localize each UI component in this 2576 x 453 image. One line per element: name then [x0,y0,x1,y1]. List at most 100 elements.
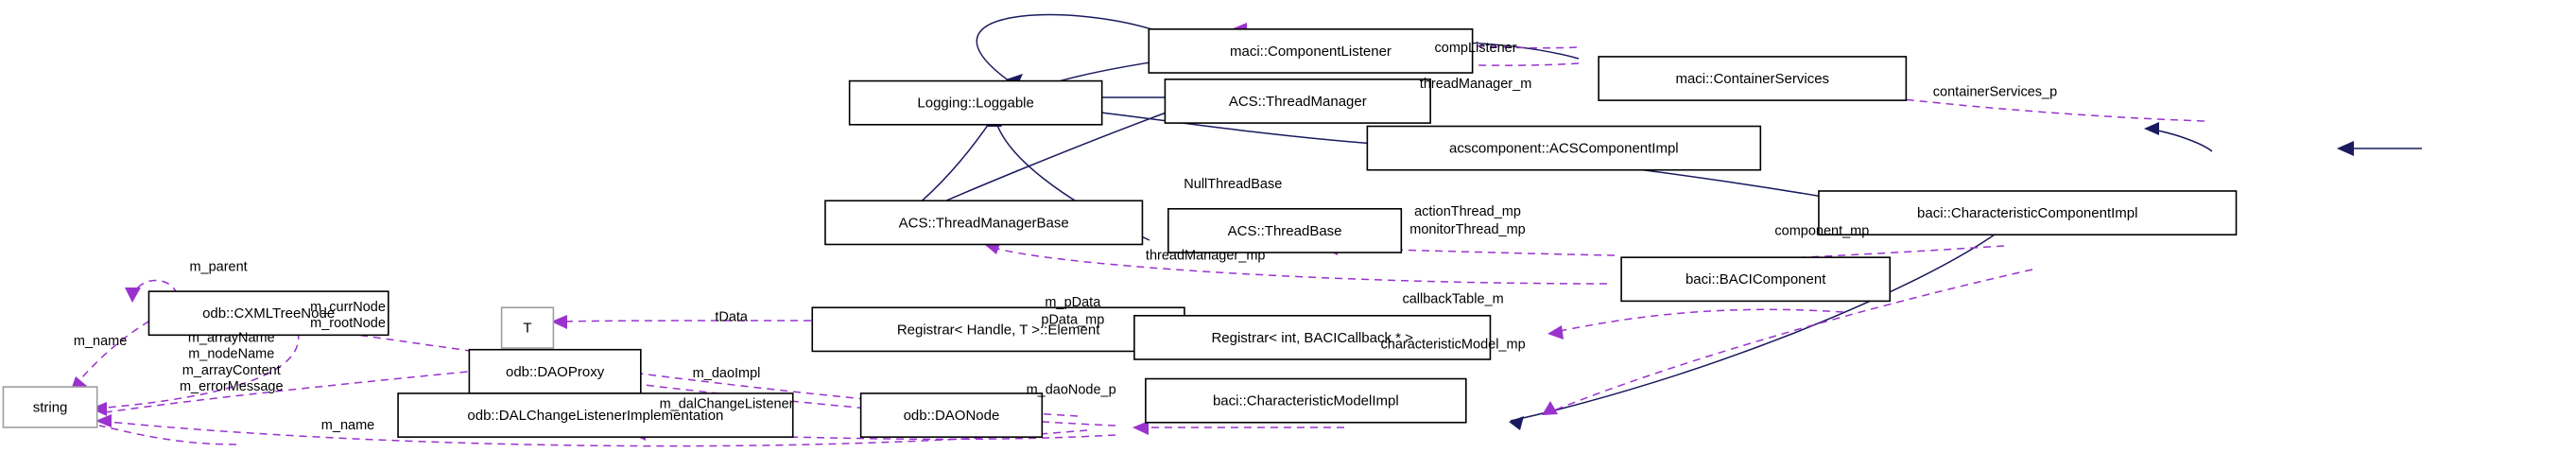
edge-usage-m-name-daonode [98,420,1088,447]
node-box-containerServices[interactable] [1598,56,1908,101]
arrowhead-usage-tdata [551,315,567,329]
node-box-acsComponentImpl[interactable] [1366,125,1762,171]
edge-label-m_errorMessage_lbl: m_errorMessage [180,379,284,394]
edge-label-tData_lbl: tData [715,309,749,324]
node-registrarInt[interactable]: Registrar< int, BACICallback * > [1133,314,1492,360]
node-label-acsComponentImpl: acscomponent::ACSComponentImpl [1449,141,1679,157]
nodes-layer: maci::ComponentListenerACS::ThreadManage… [2,28,2238,438]
edge-labels-layer: compListener threadManager_m containerServ… [74,41,2057,433]
edge-usage-daoproxy-string [98,363,547,414]
node-label-threadManager: ACS::ThreadManager [1229,94,1367,110]
node-label-loggable: Logging::Loggable [917,96,1033,112]
edge-label-threadManager_mp_lbl: threadManager_mp [1146,248,1266,263]
edge-label-compListener_lbl: compListener [1435,41,1517,56]
node-box-tParam[interactable] [500,306,555,349]
node-box-baciComponent[interactable] [1620,256,1892,303]
node-cxmlTreeNode[interactable]: odb::CXMLTreeNode [147,290,389,337]
node-box-registrarInt[interactable] [1133,314,1492,360]
edge-label-m_rootNode_lbl: m_rootNode [310,316,386,331]
arrowhead-bulkdefault-charcompimpl [2144,122,2159,135]
arrowhead-usage-m-arrayname [91,402,107,416]
node-box-loggable[interactable] [848,79,1103,126]
edge-label-threadManager_m_lbl: threadManager_m [1420,77,1532,92]
edge-label-m_dalChangeListener_lbl: m_dalChangeListener [660,397,794,412]
node-string[interactable]: string [2,386,98,428]
node-box-charModelImpl[interactable] [1145,377,1467,424]
arrowhead-usage-characteristicmodel-mp [1542,401,1558,415]
edge-label-m_parent_lbl: m_parent [189,259,247,274]
node-label-containerServices: maci::ContainerServices [1675,71,1829,87]
edge-label-nullThreadBase_lbl: NullThreadBase [1184,177,1282,192]
node-box-threadManagerBase[interactable] [824,200,1144,246]
node-label-compListener: maci::ComponentListener [1230,44,1392,60]
node-box-daoProxy[interactable] [468,348,642,394]
node-registrarHandle[interactable]: Registrar< Handle, T >::Element [811,306,1185,353]
node-label-tParam: T [523,321,531,337]
node-box-dalChangeListener[interactable] [397,392,794,438]
edge-label-m_currNode_lbl: m_currNode [310,300,386,315]
edge-label-actionThread_lbl: actionThread_mp [1414,204,1521,219]
arrowhead-usage-callbacktable-m [1547,325,1564,340]
edge-label-m_nodeName_lbl: m_nodeName [188,347,274,362]
node-label-dalChangeListener: odb::DALChangeListenerImplementation [467,408,723,424]
node-box-threadBase[interactable] [1167,208,1403,253]
node-label-string: string [33,399,68,415]
edge-label-m_arrayName_lbl: m_arrayName [188,331,275,346]
edge-label-monitorThread_lbl: monitorThread_mp [1409,222,1526,237]
node-label-threadManagerBase: ACS::ThreadManagerBase [899,215,1069,231]
edge-label-pData_mp_lbl: pData_mp [1041,313,1104,328]
node-compListener[interactable]: maci::ComponentListener [1148,28,1474,74]
node-box-cxmlTreeNode[interactable] [147,290,389,337]
node-daoProxy[interactable]: odb::DAOProxy [468,348,642,394]
node-dalChangeListener[interactable]: odb::DALChangeListenerImplementation [397,392,794,438]
edge-usage-m-arrayname [94,319,300,409]
edge-label-containerServices_lbl: containerServices_p [1933,84,2057,99]
arrowhead-usage-m-daonode-p [1132,421,1149,435]
node-box-registrarHandle[interactable] [811,306,1185,353]
edge-label-m_daoImpl_lbl: m_daoImpl [693,366,761,381]
edge-label-m_daoNode_p_lbl: m_daoNode_p [1027,382,1116,397]
node-label-charModelImpl: baci::CharacteristicModelImpl [1213,393,1399,409]
edge-label-m_arrayContent_lbl: m_arrayContent [182,363,281,378]
node-label-threadBase: ACS::ThreadBase [1228,223,1342,239]
edge-label-m_name_lbl_1: m_name [74,334,127,349]
node-charModelImpl[interactable]: baci::CharacteristicModelImpl [1145,377,1467,424]
node-label-baciComponent: baci::BACIComponent [1686,271,1826,287]
node-tParam[interactable]: T [500,306,555,349]
node-containerServices[interactable]: maci::ContainerServices [1598,56,1908,101]
node-box-string[interactable] [2,386,98,428]
arrowhead-usage-m-name-daonode [95,414,112,427]
node-label-registrarHandle: Registrar< Handle, T >::Element [897,322,1100,338]
edge-usage-component-mp [1691,245,2005,264]
edge-usage-callbacktable-m [1549,308,1844,334]
edge-label-characteristicModel_lbl: characteristicModel_mp [1381,337,1526,352]
node-daoNode[interactable]: odb::DAONode [859,392,1044,438]
node-threadManager[interactable]: ACS::ThreadManager [1164,78,1431,124]
node-label-charCompImpl: baci::CharacteristicComponentImpl [1917,205,2137,221]
node-box-compListener[interactable] [1148,28,1474,74]
edge-label-component_mp_lbl: component_mp [1774,224,1869,239]
node-charCompImpl[interactable]: baci::CharacteristicComponentImpl [1818,190,2238,235]
edge-label-callbackTable_lbl: callbackTable_m [1402,291,1503,306]
node-box-charCompImpl[interactable] [1818,190,2238,235]
edge-label-m_pData_lbl: m_pData [1045,295,1101,310]
node-label-cxmlTreeNode: odb::CXMLTreeNode [202,305,335,322]
node-threadBase[interactable]: ACS::ThreadBase [1167,208,1403,253]
edge-usage-characteristicmodel-mp [1544,269,2033,415]
node-acsComponentImpl[interactable]: acscomponent::ACSComponentImpl [1366,125,1762,171]
arrowhead-bulkex3-bulkdefault [2337,141,2354,156]
edge-charmodelimpl-charcompimpl [1510,234,1996,422]
node-box-threadManager[interactable] [1164,78,1431,124]
node-loggable[interactable]: Logging::Loggable [848,79,1103,126]
node-box-daoNode[interactable] [859,392,1044,438]
edge-label-m_name_lbl_2: m_name [321,418,374,433]
arrowhead-charmodelimpl-charcompimpl [1509,416,1524,430]
node-baciComponent[interactable]: baci::BACIComponent [1620,256,1892,303]
edge-componentlistener-loggable [976,13,1159,82]
node-threadManagerBase[interactable]: ACS::ThreadManagerBase [824,200,1144,246]
edge-usage-threadmanager-m [1228,58,1580,66]
node-label-daoNode: odb::DAONode [904,408,1000,424]
node-label-daoProxy: odb::DAOProxy [506,364,605,380]
